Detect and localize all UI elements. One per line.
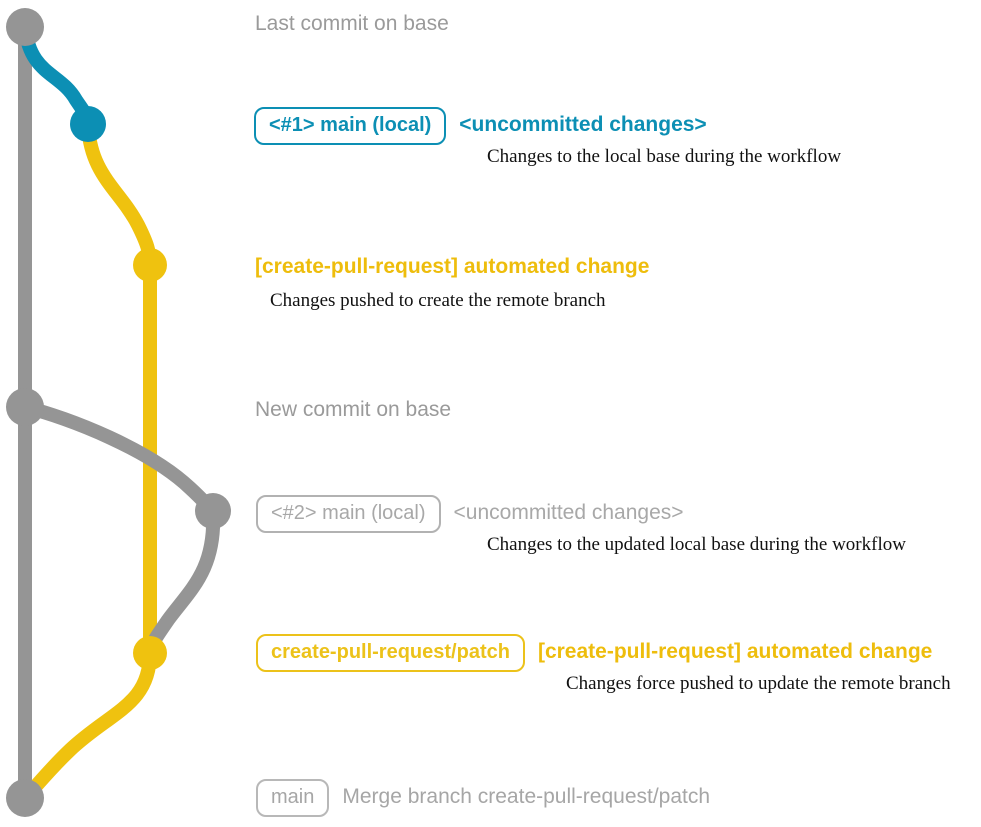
entry-local-1: <#1> main (local) <uncommitted changes>: [254, 107, 707, 145]
entry-merge: main Merge branch create-pull-request/pa…: [256, 779, 710, 817]
commit-description-4: Changes force pushed to update the remot…: [566, 673, 951, 694]
commit-node-local-2[interactable]: [195, 493, 231, 529]
entry-local-2: <#2> main (local) <uncommitted changes>: [256, 495, 684, 533]
commit-node-patch-create[interactable]: [133, 248, 167, 282]
commit-subject-automated-update: [create-pull-request] automated change: [537, 640, 933, 663]
commit-subject-uncommitted-2: <uncommitted changes>: [453, 501, 684, 524]
commit-node-last-base[interactable]: [6, 8, 44, 46]
edge-patch-n2-n3: [81, 117, 157, 272]
entry-last-commit-on-base: Last commit on base: [255, 12, 449, 36]
entry-heading-2: New commit on base: [255, 398, 452, 421]
commit-node-local-1[interactable]: [70, 106, 106, 142]
branch-pill-main[interactable]: main: [256, 779, 330, 817]
commit-description-1: Changes to the local base during the wor…: [487, 146, 842, 167]
commit-subject-uncommitted-1: <uncommitted changes>: [459, 113, 707, 136]
branch-pill-main-local-2[interactable]: <#2> main (local): [256, 495, 441, 533]
branch-pill-main-local-1[interactable]: <#1> main (local): [254, 107, 447, 145]
entry-heading: Last commit on base: [255, 12, 449, 35]
commit-description-3: Changes to the updated local base during…: [487, 534, 906, 555]
branch-pill-create-pull-request-patch[interactable]: create-pull-request/patch: [256, 634, 525, 672]
edge-updatedlocal-n4-n5: [18, 400, 220, 518]
commit-subject-merge: Merge branch create-pull-request/patch: [342, 785, 711, 808]
commit-description-2: Changes pushed to create the remote bran…: [270, 290, 606, 311]
entry-patch-update: create-pull-request/patch [create-pull-r…: [256, 634, 932, 672]
commit-node-new-base[interactable]: [6, 388, 44, 426]
entry-patch-create: [create-pull-request] automated change: [255, 255, 649, 279]
edge-updatedlocal-n5-n6: [143, 504, 221, 660]
entry-new-commit-on-base: New commit on base: [255, 398, 451, 422]
commit-node-merge[interactable]: [6, 779, 44, 817]
edge-merge-n6-n7: [18, 646, 157, 805]
commit-node-patch-update[interactable]: [133, 636, 167, 670]
commit-subject-automated-create: [create-pull-request] automated change: [255, 255, 650, 278]
